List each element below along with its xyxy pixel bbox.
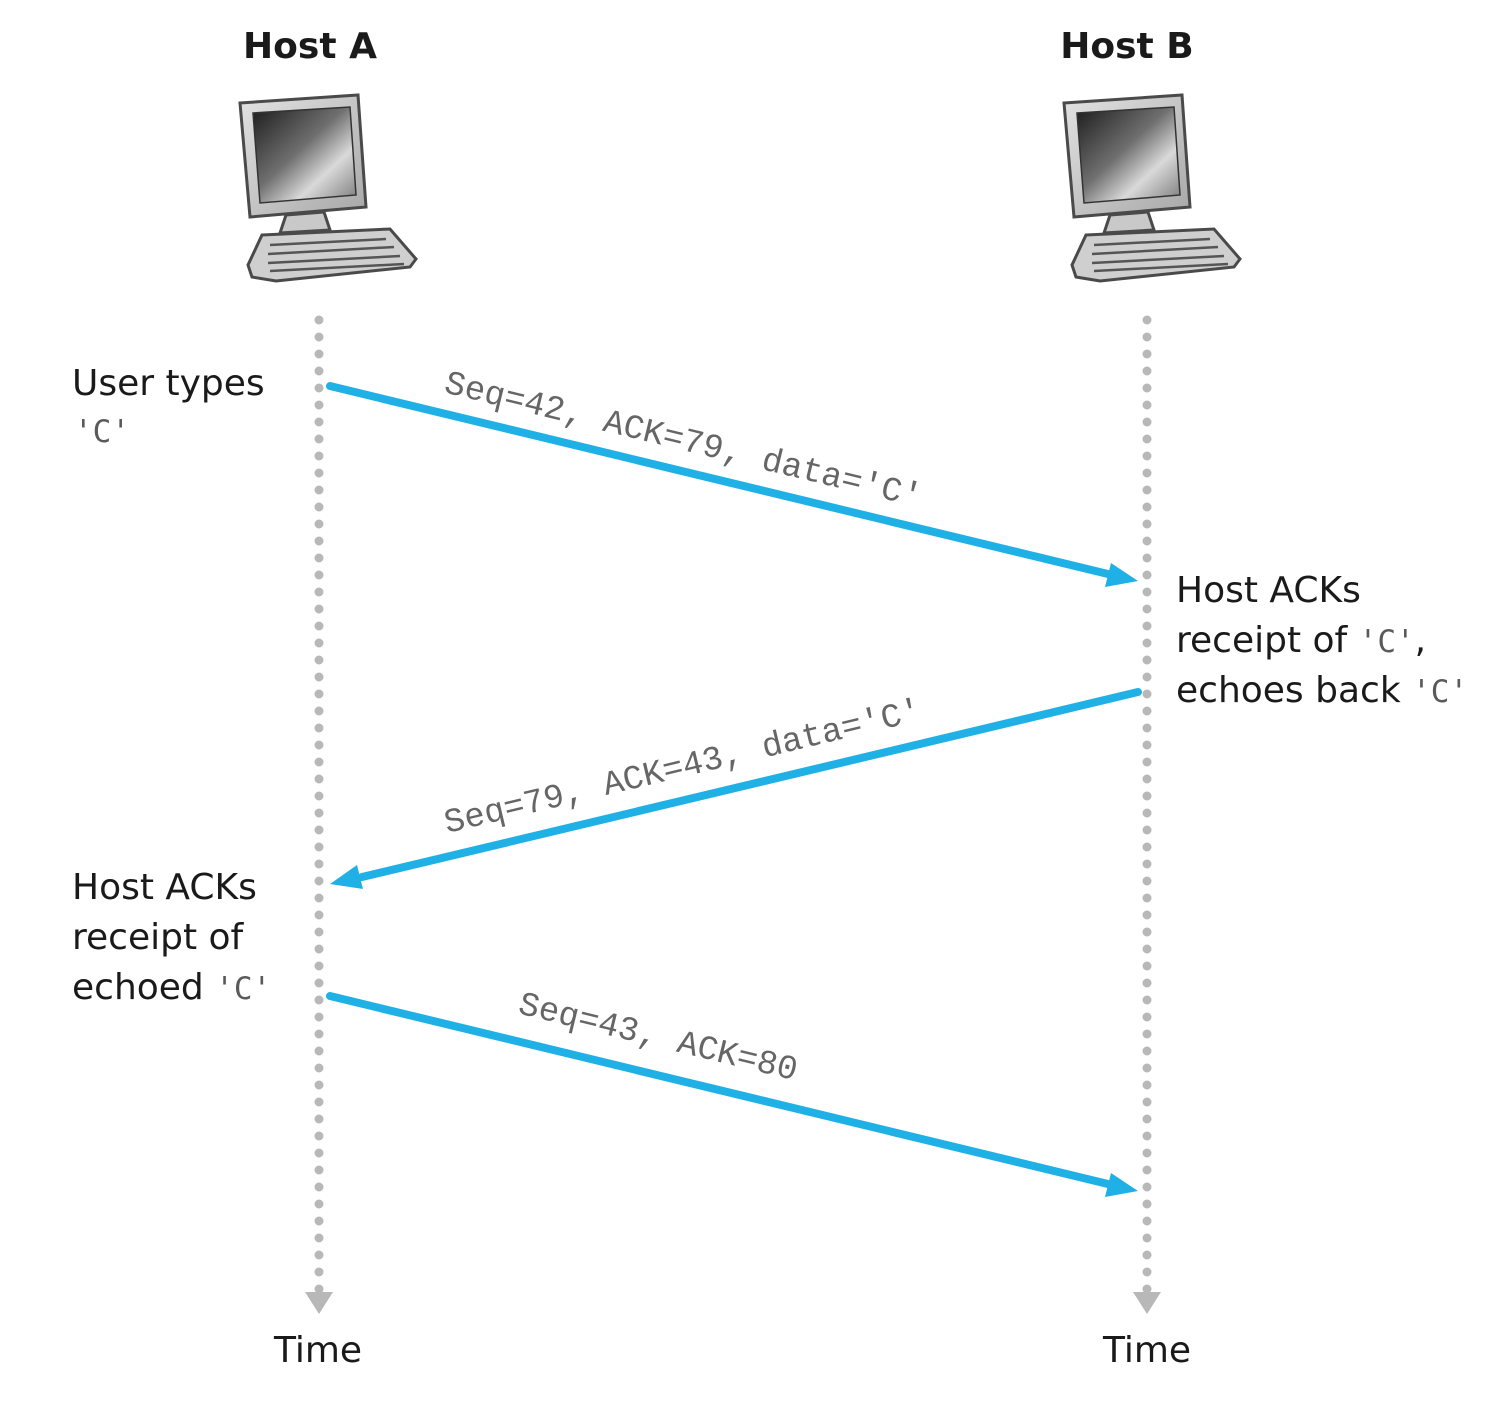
message-label-1: Seq=42, ACK=79, data='C' — [440, 366, 925, 518]
note-host-b-ack: Host ACKs receipt of 'C', echoes back 'C… — [1176, 570, 1468, 711]
svg-text:receipt of: receipt of — [72, 917, 245, 958]
host-a-title: Host A — [243, 26, 377, 67]
svg-text:'C': 'C' — [74, 414, 130, 450]
svg-text:echoes back 'C': echoes back 'C' — [1176, 670, 1468, 711]
host-a-time-label: Time — [273, 1330, 362, 1371]
svg-text:Host ACKs: Host ACKs — [72, 867, 257, 908]
message-label-2: Seq=79, ACK=43, data='C' — [441, 693, 926, 843]
note-user-types: User types 'C' — [72, 363, 265, 450]
svg-text:User types: User types — [72, 363, 265, 404]
host-b-time-label: Time — [1102, 1330, 1191, 1371]
svg-text:echoed 'C': echoed 'C' — [72, 967, 271, 1008]
host-b-timeline-arrowhead — [1133, 1292, 1161, 1314]
message-arrow-3 — [326, 992, 1138, 1197]
host-b-computer-icon — [1062, 93, 1242, 283]
message-arrow-1 — [326, 382, 1138, 587]
host-a-computer-icon — [238, 93, 418, 283]
host-b-title: Host B — [1060, 26, 1193, 67]
svg-text:Host ACKs: Host ACKs — [1176, 570, 1361, 611]
message-arrow-2 — [330, 688, 1142, 889]
note-host-a-ack: Host ACKs receipt of echoed 'C' — [72, 867, 271, 1008]
host-a-timeline-arrowhead — [305, 1292, 333, 1314]
svg-text:receipt of 'C',: receipt of 'C', — [1176, 620, 1426, 661]
